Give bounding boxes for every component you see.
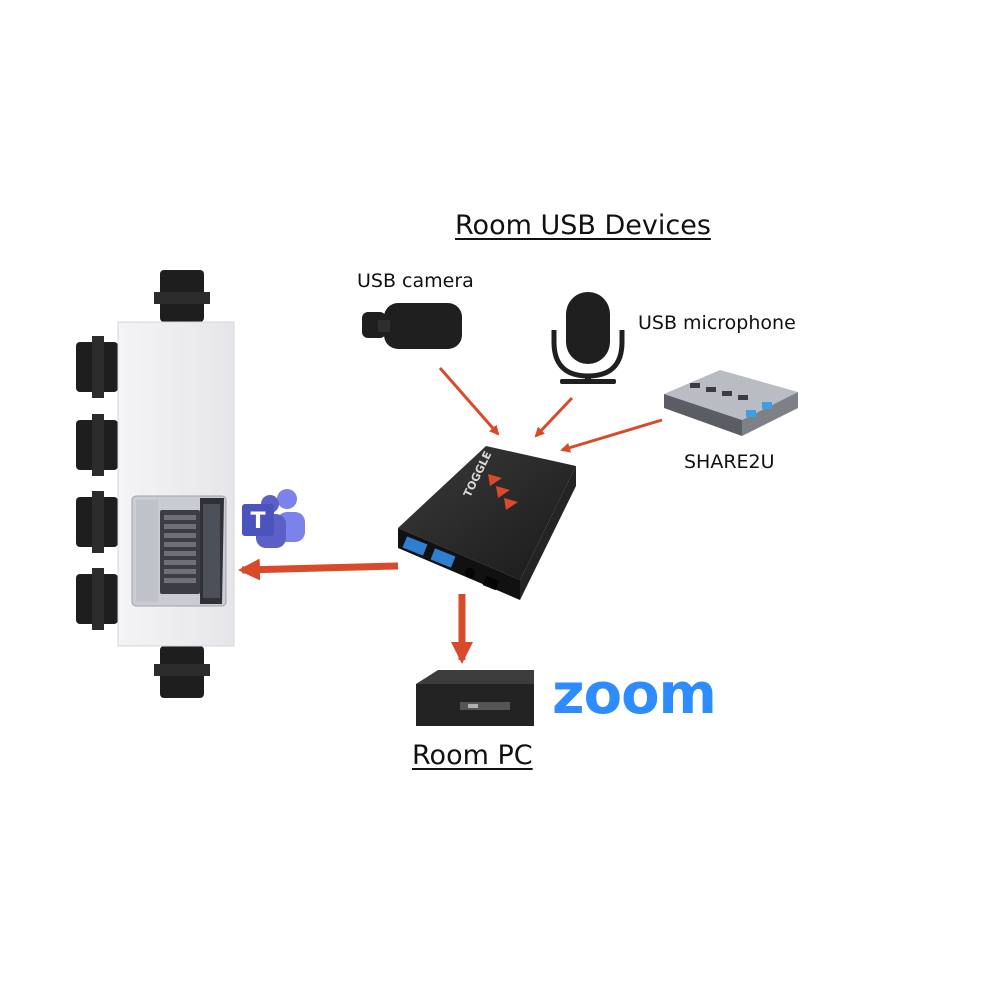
arrow-hub-to-laptop [238, 558, 399, 581]
usb-microphone-label: USB microphone [638, 312, 796, 334]
usb-camera-icon [362, 303, 462, 349]
connection-arrows [238, 367, 663, 664]
toggle-hub-device-icon: TOGGLE [398, 446, 576, 600]
room-usb-devices-heading: Room USB Devices [455, 210, 711, 241]
share2u-label: SHARE2U [684, 451, 775, 473]
arrow-microphone-to-hub [534, 396, 574, 438]
teams-logo-letter: T [250, 509, 265, 534]
share2u-device-icon [664, 370, 798, 436]
room-pc-heading: Room PC [412, 740, 533, 771]
power-port [482, 575, 500, 591]
usb-camera-label: USB camera [357, 270, 474, 292]
usb-port-1 [402, 536, 428, 556]
arrow-camera-to-hub [438, 367, 500, 436]
conference-table [76, 270, 235, 698]
zoom-logo: zoom [552, 662, 717, 727]
room-pc-icon [416, 670, 534, 726]
laptop-icon [131, 495, 227, 607]
teams-logo-icon: T [242, 489, 305, 548]
usb-port-2 [430, 548, 456, 568]
audio-port [465, 568, 475, 578]
usb-microphone-icon [551, 292, 625, 384]
arrow-share2u-to-hub [560, 418, 663, 453]
